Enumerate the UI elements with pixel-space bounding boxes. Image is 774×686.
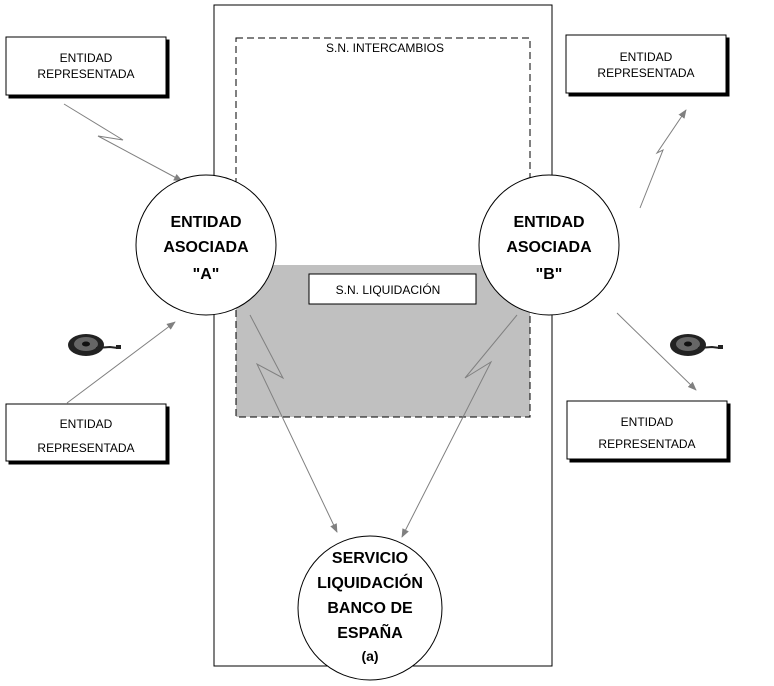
circle-a-line3: "A" [193,266,220,283]
circle-servicio-line4: ESPAÑA [337,622,403,642]
circle-b-line1: ENTIDAD [513,214,584,231]
box-bottom-left-line2: REPRESENTADA [37,441,134,455]
box-bottom-right-line2: REPRESENTADA [598,437,695,451]
tape-reel-icon [68,334,121,356]
box-bottom-left: ENTIDAD REPRESENTADA [5,403,167,462]
arrow-top-left-to-a [63,103,183,182]
arrow-a-to-servicio [249,314,338,533]
box-bottom-right: ENTIDAD REPRESENTADA [566,400,728,460]
circle-servicio-line1: SERVICIO [332,550,408,567]
circle-servicio-liquidacion: SERVICIO LIQUIDACIÓN BANCO DE ESPAÑA (a) [297,535,443,681]
arrow-b-to-top-right [639,109,687,209]
circle-a-line2: ASOCIADA [163,239,249,256]
circle-servicio-line2: LIQUIDACIÓN [317,573,423,592]
circle-a-line1: ENTIDAD [170,214,241,231]
box-top-right-line1: ENTIDAD [620,50,673,64]
box-top-left-line1: ENTIDAD [60,51,113,65]
intercambios-label: S.N. INTERCAMBIOS [326,41,444,55]
circle-b-line2: ASOCIADA [506,239,592,256]
circle-entidad-a: ENTIDAD ASOCIADA "A" [135,174,277,316]
circle-b-line3: "B" [536,266,563,283]
arrow-b-to-servicio [401,314,518,538]
box-top-left-line2: REPRESENTADA [37,67,134,81]
circle-servicio-line3: BANCO DE [327,600,413,617]
circle-servicio-line5: (a) [361,648,378,664]
box-bottom-right-line1: ENTIDAD [621,415,674,429]
liquidacion-label-box [308,273,477,305]
box-top-left: ENTIDAD REPRESENTADA [5,36,167,96]
box-top-right: ENTIDAD REPRESENTADA [565,34,727,94]
box-top-right-line2: REPRESENTADA [597,66,694,80]
liquidacion-label: S.N. LIQUIDACIÓN [336,282,441,297]
arrow-bottom-left-to-a [66,321,176,404]
arrow-b-to-bottom-right [616,312,697,391]
box-bottom-left-line1: ENTIDAD [60,417,113,431]
circle-entidad-b: ENTIDAD ASOCIADA "B" [478,174,620,316]
tape-reel-icon [670,334,723,356]
